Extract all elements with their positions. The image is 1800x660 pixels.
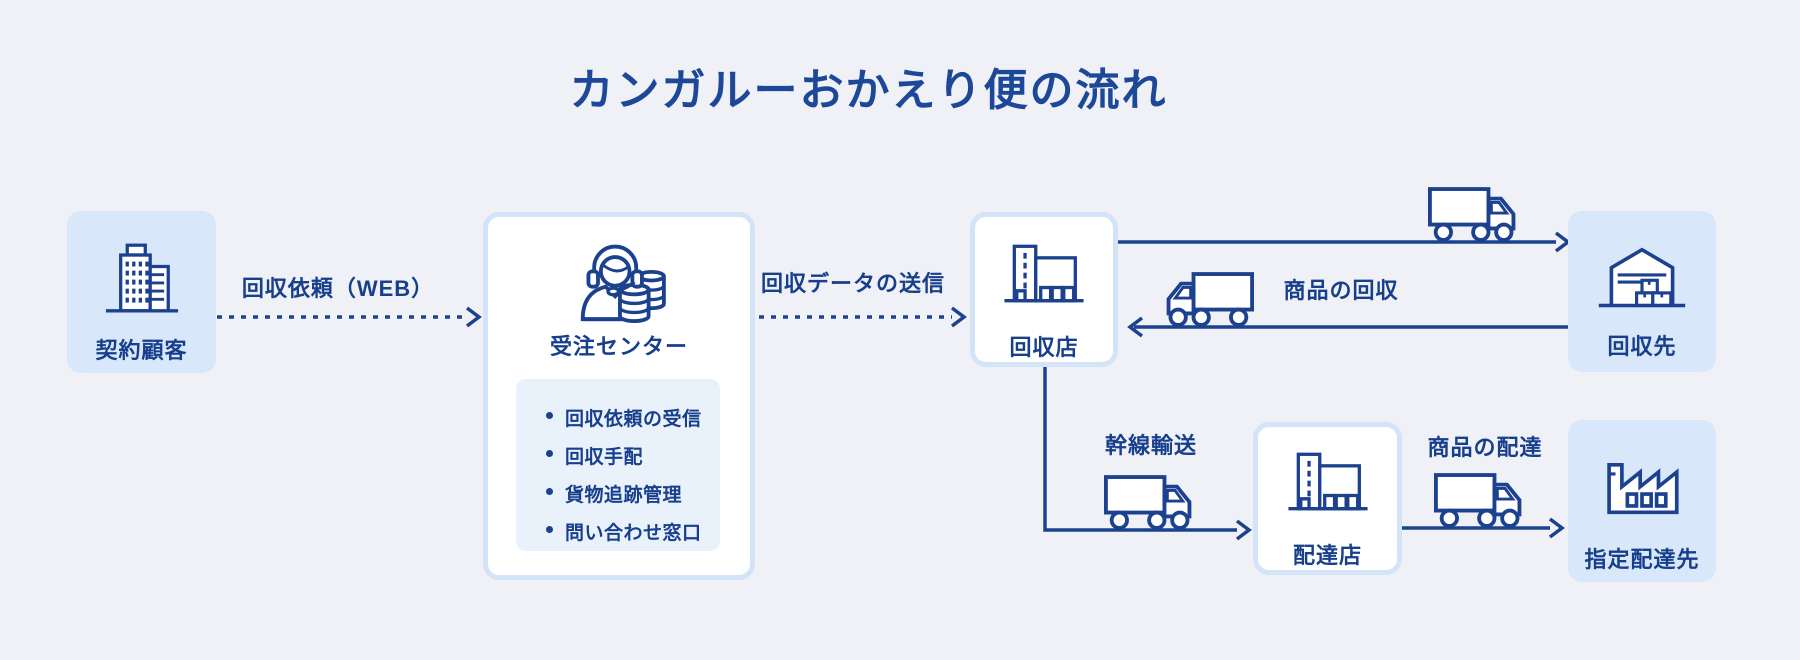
task-label: 貨物追跡管理	[565, 485, 683, 506]
truck-right-icon	[1104, 475, 1192, 530]
bullet-icon	[546, 412, 553, 419]
arrow-pickup-go-head	[1554, 231, 1571, 253]
arrow-pickup-return-label: 商品の回収	[1283, 278, 1399, 303]
task-item: 回収手配	[546, 442, 720, 469]
task-item: 貨物追跡管理	[546, 480, 720, 507]
task-item: 問い合わせ窓口	[546, 518, 720, 545]
bullet-icon	[546, 526, 553, 533]
node-label: 契約顧客	[95, 338, 188, 363]
arrow-data-send-head	[950, 306, 967, 328]
arrow-trunk-line	[1043, 367, 1237, 532]
arrow-delivery-head	[1548, 517, 1565, 539]
office-building-icon	[105, 243, 178, 313]
arrow-data-send-label: 回収データの送信	[760, 271, 945, 296]
task-item: 回収依頼の受信	[546, 404, 720, 431]
arrow-delivery-label: 商品の配達	[1427, 435, 1543, 460]
arrow-trunk-head	[1235, 519, 1252, 541]
truck-right-icon	[1434, 473, 1522, 528]
node-label: 回収先	[1607, 334, 1677, 359]
task-label: 回収手配	[565, 447, 644, 468]
arrow-pickup-return-head	[1127, 316, 1144, 338]
node-contract-customer: 契約顧客	[67, 211, 216, 373]
bullet-icon	[546, 488, 553, 495]
node-pickup-store: 回収店	[970, 212, 1118, 367]
factory-icon	[1607, 462, 1679, 515]
page-title: カンガルーおかえり便の流れ	[569, 66, 1168, 115]
store-building-icon	[1004, 244, 1084, 303]
node-order-center: 受注センター 回収依頼の受信 回収手配 貨物追跡管理 問い合わせ窓口	[483, 212, 755, 580]
arrow-request-label: 回収依頼（WEB）	[241, 276, 435, 301]
task-label: 問い合わせ窓口	[565, 523, 702, 544]
truck-right-icon	[1428, 187, 1516, 242]
arrow-request-head	[465, 306, 482, 328]
node-destination: 指定配達先	[1568, 420, 1716, 582]
task-label: 回収依頼の受信	[565, 409, 702, 430]
operator-headset-icon	[580, 244, 666, 323]
node-label: 受注センター	[549, 334, 688, 359]
node-label: 配達店	[1292, 543, 1362, 568]
arrow-trunk-label: 幹線輸送	[1104, 433, 1197, 458]
truck-left-icon	[1166, 272, 1254, 327]
node-delivery-store: 配達店	[1253, 422, 1402, 575]
order-center-task-panel: 回収依頼の受信 回収手配 貨物追跡管理 問い合わせ窓口	[516, 379, 720, 551]
store-building-icon	[1287, 452, 1368, 511]
node-label: 指定配達先	[1584, 547, 1700, 572]
node-label: 回収店	[1009, 335, 1079, 360]
bullet-icon	[546, 450, 553, 457]
node-pickup-site: 回収先	[1568, 211, 1716, 372]
warehouse-icon	[1598, 247, 1686, 308]
